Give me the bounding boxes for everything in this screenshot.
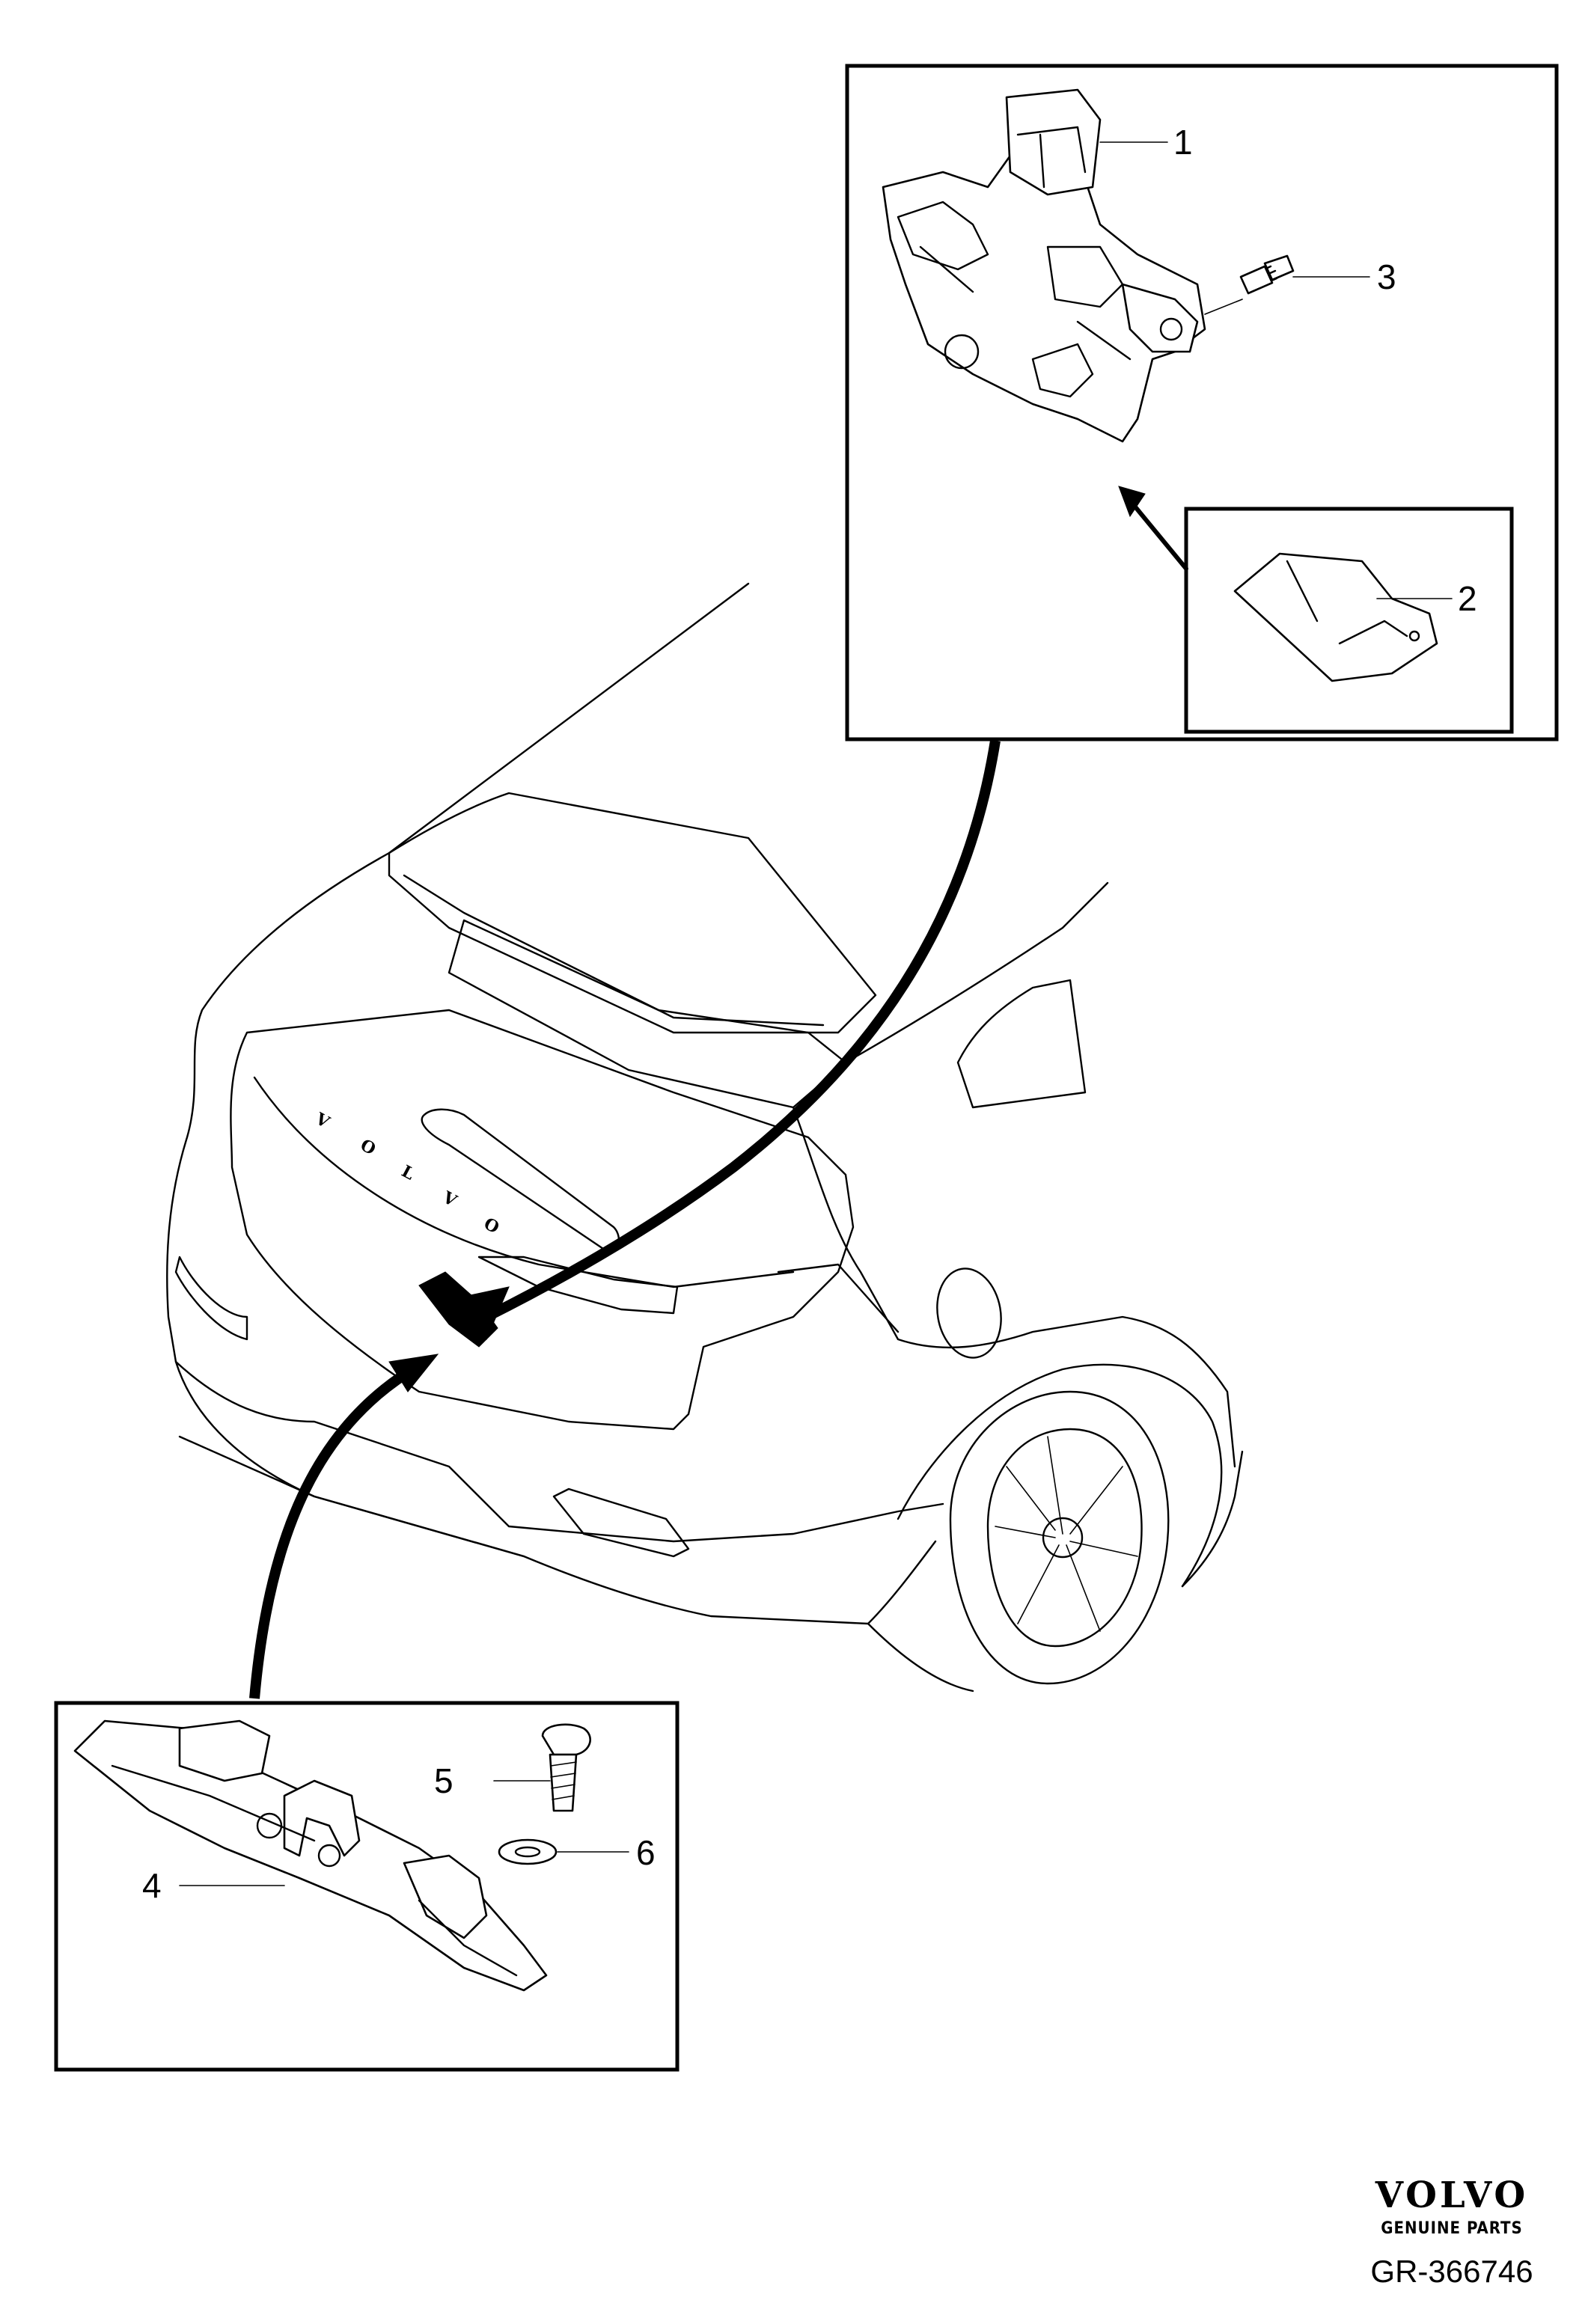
brand-tagline: GENUINE PARTS	[1381, 2219, 1523, 2238]
callout-5: 5	[434, 1761, 454, 1800]
lower-body-line	[867, 1622, 974, 1692]
tailgate-crease	[253, 1076, 795, 1288]
tailgate-panel	[230, 1009, 855, 1431]
brand-wordmark: VOLVO	[1375, 2174, 1528, 2216]
tailgate-lower-strip	[477, 1256, 679, 1315]
badge-letter: V	[439, 1187, 460, 1211]
reflector-left	[174, 1256, 248, 1341]
rear-bumper-bottom	[178, 1435, 525, 1558]
wheel-rim	[986, 1428, 1143, 1648]
inner-arrow-shaft	[1132, 503, 1188, 571]
rear-tire	[949, 1390, 1170, 1685]
part-2-cover	[1233, 552, 1438, 682]
spoiler-underside	[403, 874, 825, 1027]
roof-spoiler	[388, 792, 877, 1034]
callout-6: 6	[636, 1833, 656, 1872]
arrow-to-top-box	[456, 739, 1001, 1341]
roof-line	[388, 582, 750, 854]
part-6-washer	[498, 1838, 558, 1865]
part-1-tailgate-lock	[882, 88, 1206, 443]
rear-quarter-edge	[1181, 1450, 1244, 1588]
part-4-handle-assembly	[73, 1719, 548, 1992]
callout-1: 1	[1173, 123, 1193, 162]
inner-frame-part-2	[1184, 507, 1514, 734]
wheel-arch	[897, 1363, 1223, 1588]
leader-3b	[1204, 299, 1243, 315]
badge-letter: L	[398, 1161, 418, 1184]
wheel-hub	[1042, 1517, 1084, 1559]
rear-side-window	[956, 979, 1087, 1109]
detail-frame	[845, 64, 1559, 741]
side-body-crease	[777, 1263, 900, 1333]
car-rear-illustration: V O L V O	[166, 582, 1244, 1692]
lock-detail-box: 1 3 2	[845, 64, 1559, 741]
part-3-bolt	[1239, 254, 1295, 295]
handle-frame	[54, 1701, 680, 2072]
side-roofline	[844, 881, 1109, 1064]
tailgate-badge: V O L V O	[311, 1109, 502, 1238]
inner-arrow-head	[1118, 486, 1146, 518]
callout-3: 3	[1377, 257, 1396, 296]
part-5-screw	[541, 1723, 591, 1812]
reflector-right	[552, 1487, 690, 1558]
body-outline-left	[166, 851, 937, 1625]
badge-letter: V	[311, 1109, 333, 1133]
badge-letter: O	[357, 1135, 379, 1159]
brand-block: VOLVO GENUINE PARTS GR-366746	[1370, 2174, 1533, 2289]
arrow-to-bottom-box	[249, 1354, 439, 1699]
figure-reference: GR-366746	[1370, 2254, 1533, 2289]
badge-letter: O	[480, 1214, 502, 1238]
tailgate-handle-strip	[421, 1108, 620, 1255]
rear-bumper-top	[174, 1360, 944, 1543]
side-body-panel	[792, 1106, 1236, 1468]
callout-2: 2	[1458, 579, 1477, 618]
handle-detail-box: 5 6 4	[54, 1701, 680, 2072]
fuel-cap	[936, 1268, 1002, 1359]
wheel-spokes	[995, 1436, 1138, 1632]
callout-4: 4	[142, 1866, 162, 1905]
rear-window	[448, 919, 847, 1109]
